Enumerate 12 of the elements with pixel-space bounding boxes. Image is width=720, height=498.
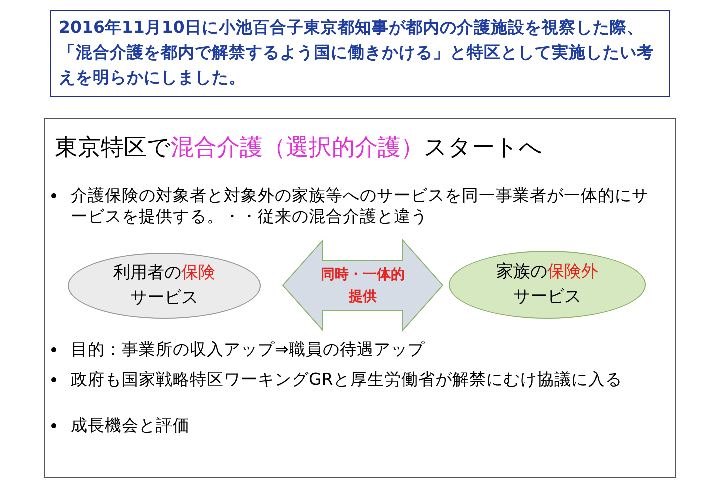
- note-box: [50, 10, 670, 97]
- ellipse-text: 家族の保険外サービス: [496, 261, 600, 309]
- slide-heading: 東京特区で混合介護（選択的介護）スタートへ: [55, 134, 543, 163]
- bullet-text: 介護保険の対象者と対象外の家族等へのサービスを同一事業者が一体的にサービスを提供する。・・従来の混合介護と違う: [71, 185, 650, 227]
- bullet-text: 目的：事業所の収入アップ⇒職員の待遇アップ: [71, 339, 426, 361]
- edge-label: 同時・一体的提供: [320, 266, 406, 306]
- bullet-text: 成長機会と評価: [71, 415, 191, 437]
- slide-panel: [44, 118, 676, 478]
- ellipse-text: 利用者の保険サービス: [112, 262, 216, 310]
- bullet-text: 政府も国家戦略特区ワーキングGRと厚生労働省が解禁にむけ協議に入る: [71, 369, 624, 391]
- note-text: 2016年11月10日に小池百合子東京都知事が都内の介護施設を視察した際、「混合介護を都内で解禁するよう国に働きかける」と特区として実施したい考えを明らかにしました。: [59, 17, 655, 89]
- double-block-arrow: [282, 239, 444, 332]
